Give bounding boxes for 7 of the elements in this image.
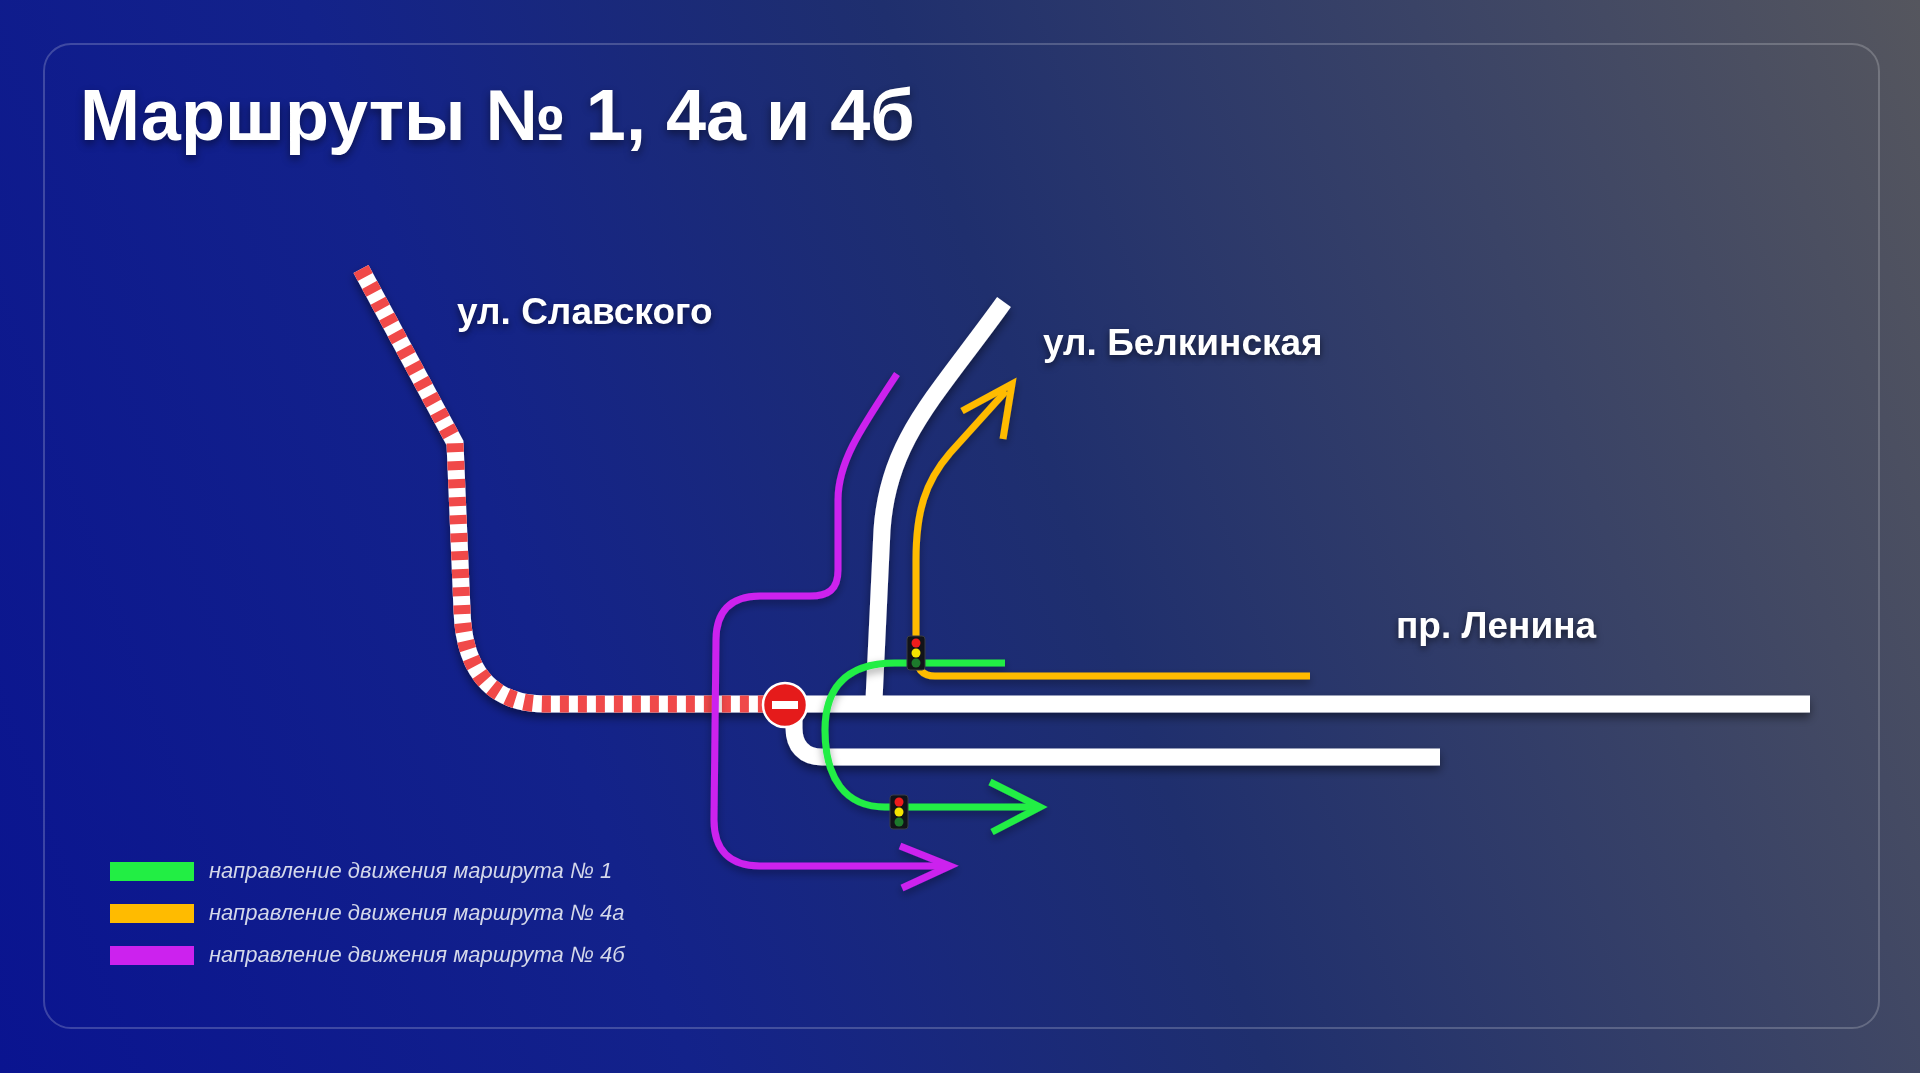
legend-label: направление движения маршрута № 4б xyxy=(209,941,625,969)
street-label: ул. Белкинская xyxy=(1043,321,1323,365)
street-label: ул. Славского xyxy=(457,290,713,334)
legend-label: направление движения маршрута № 1 xyxy=(209,857,613,885)
street-label: пр. Ленина xyxy=(1396,604,1597,648)
diagram-title: Маршруты № 1, 4а и 4б xyxy=(80,74,915,157)
legend-label: направление движения маршрута № 4а xyxy=(209,899,625,927)
